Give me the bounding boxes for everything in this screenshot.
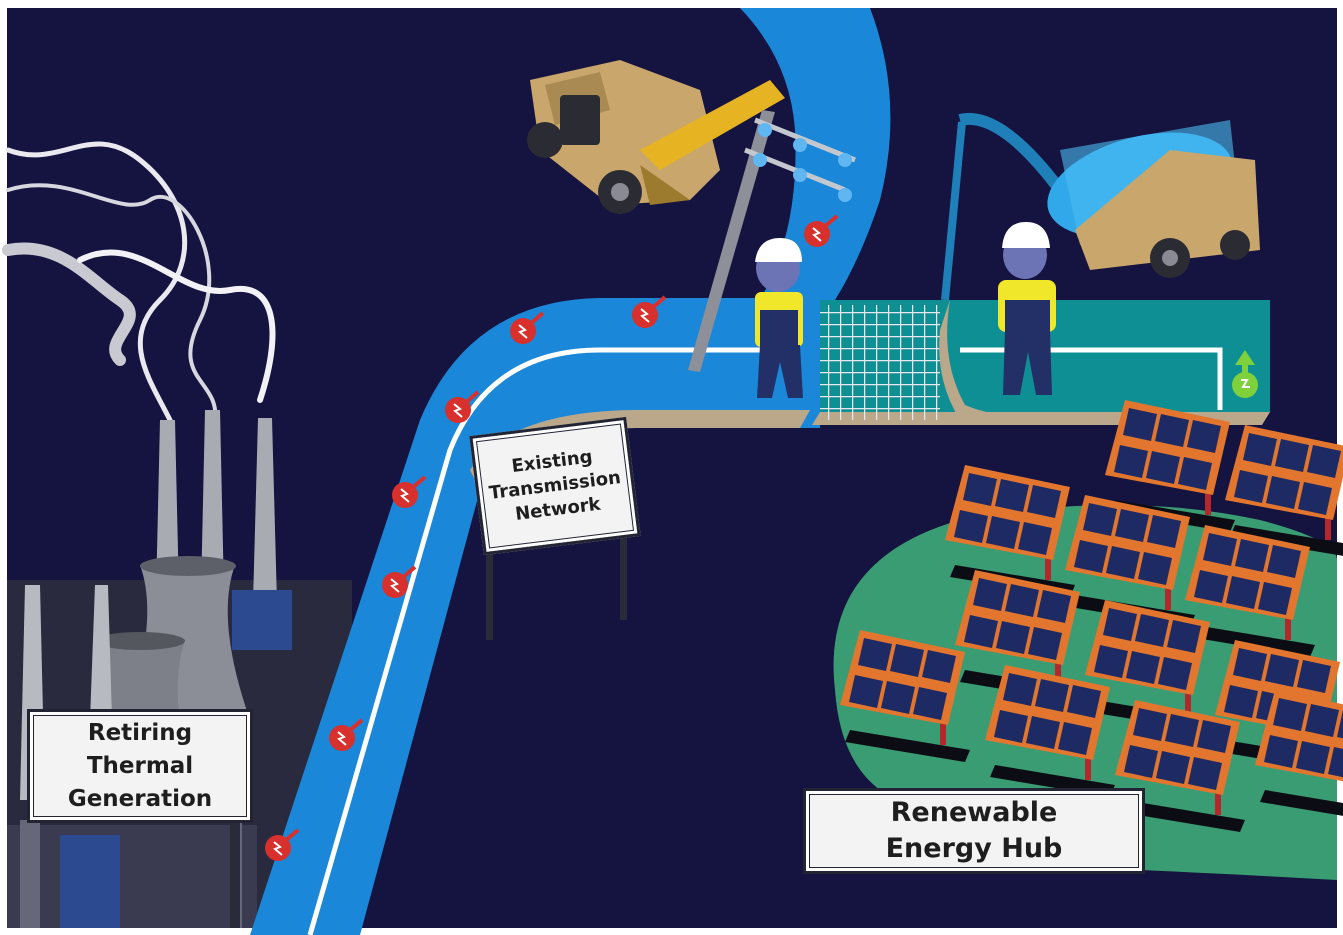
- solar-panel-icon: [1105, 400, 1235, 532]
- sign-post: [486, 530, 493, 640]
- renewable-energy-hub-sign: Renewable Energy Hub: [803, 788, 1145, 874]
- solar-panel-icon: [985, 665, 1115, 797]
- sign-line: Retiring: [87, 719, 193, 746]
- power-pole-icon: [688, 110, 856, 372]
- solar-farm: [840, 400, 1343, 832]
- sign-line: Thermal: [86, 752, 194, 779]
- sign-post: [230, 822, 240, 928]
- solar-panel-icon: [1225, 425, 1343, 556]
- electricity-badge-icon: [804, 214, 839, 247]
- electricity-badges: [265, 214, 839, 861]
- worker-icon: [998, 222, 1056, 395]
- existing-transmission-network-sign: Existing Transmission Network: [469, 416, 641, 556]
- electricity-badge-icon: [392, 475, 427, 508]
- worker-icon: [755, 238, 803, 398]
- sign-line: Renewable: [890, 797, 1058, 828]
- solar-panel-icon: [840, 630, 970, 762]
- solar-panel-icon: [1255, 690, 1343, 816]
- solar-panel-icon: [945, 465, 1075, 597]
- sign-line: Energy Hub: [885, 833, 1063, 864]
- solar-panel-icon: [1115, 700, 1245, 832]
- electricity-badge-icon: [329, 718, 364, 751]
- concrete-mixer-truck-icon: [941, 112, 1260, 301]
- solar-panel-icon: [1085, 600, 1215, 732]
- electricity-badge-icon: [632, 295, 667, 328]
- smoke-plumes: [2, 141, 276, 423]
- renewable-energy-badge: [1232, 350, 1258, 398]
- crane-truck-icon: [527, 60, 785, 214]
- electricity-badge-icon: [445, 390, 480, 423]
- electricity-badge-icon: [382, 565, 417, 598]
- electricity-badge-icon: [265, 828, 300, 861]
- retiring-thermal-generation-sign: Retiring Thermal Generation: [27, 709, 253, 823]
- renewable-hub: [833, 400, 1343, 880]
- solar-panel-icon: [1185, 525, 1315, 657]
- rebar-mesh: [820, 305, 940, 420]
- electricity-badge-icon: [510, 311, 545, 344]
- factory-chimney-icon: [252, 418, 278, 640]
- sign-post: [620, 515, 627, 620]
- factory-chimney-icon: [90, 585, 112, 720]
- sign-line: Generation: [67, 785, 213, 812]
